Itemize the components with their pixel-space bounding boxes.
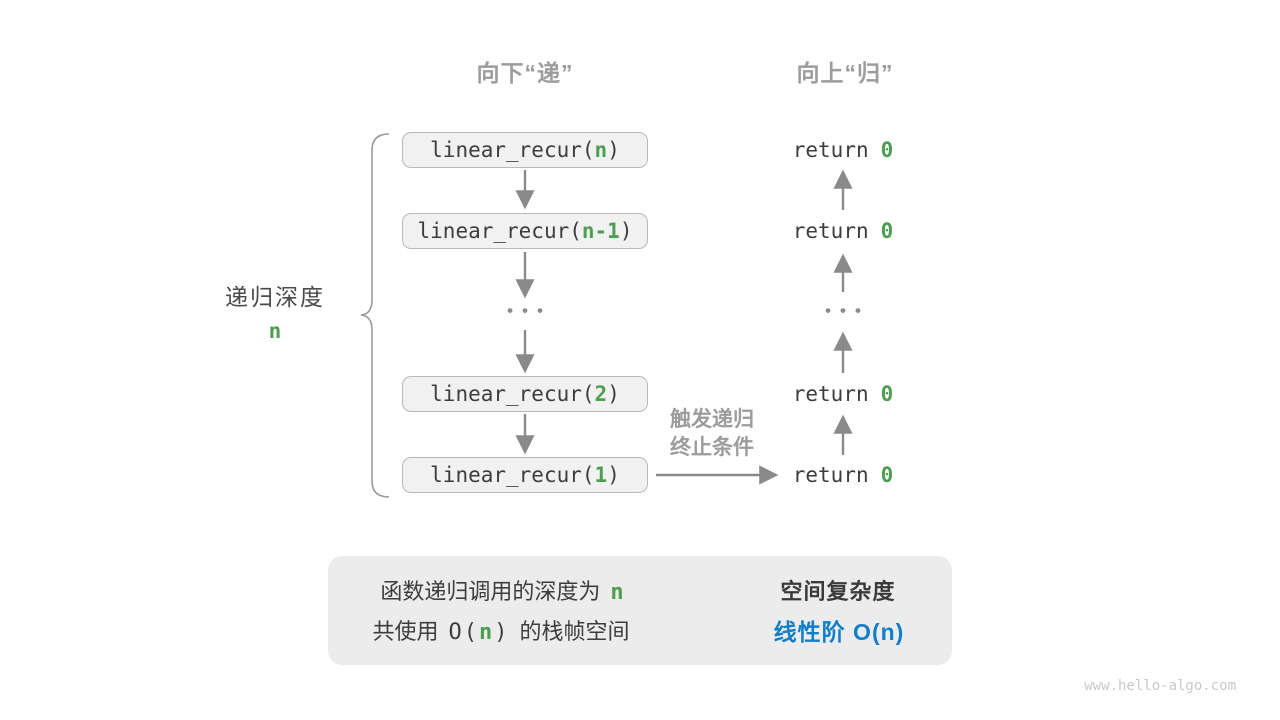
call-frame-n-1-arg: n-1 bbox=[581, 219, 620, 243]
return-ellipsis: ••• bbox=[825, 301, 870, 320]
call-frame-2: linear_recur(2) bbox=[402, 376, 648, 412]
header-ascend: 向上“归” bbox=[796, 60, 894, 86]
call-frame-1-close: ) bbox=[607, 463, 620, 487]
termination-note-line2: 终止条件 bbox=[670, 436, 754, 459]
summary-line1-value: n bbox=[610, 580, 626, 605]
call-frame-n-1: linear_recur(n-1) bbox=[402, 213, 648, 249]
call-frame-n-close: ) bbox=[607, 138, 620, 162]
summary-line2-suffix: 的栈帧空间 bbox=[519, 619, 630, 644]
return-value: 0 bbox=[880, 382, 894, 406]
call-frame-n-arg: n bbox=[594, 138, 608, 162]
depth-brace-icon bbox=[360, 133, 390, 498]
return-row-3: return 0 bbox=[793, 382, 894, 406]
return-row-2: return 0 bbox=[793, 219, 894, 243]
termination-note-line1: 触发递归 bbox=[670, 408, 754, 431]
return-keyword: return bbox=[792, 382, 869, 406]
summary-line2-prefix: 共使用 bbox=[372, 619, 439, 644]
depth-value: n bbox=[268, 319, 282, 343]
summary-line1-text: 函数递归调用的深度为 bbox=[380, 579, 601, 604]
return-value: 0 bbox=[880, 463, 894, 487]
return-keyword: return bbox=[792, 138, 869, 162]
return-value: 0 bbox=[880, 138, 894, 162]
call-frame-2-name: linear_recur( bbox=[430, 382, 595, 406]
call-frame-n-name: linear_recur( bbox=[430, 138, 595, 162]
termination-note: 触发递归 终止条件 bbox=[670, 406, 754, 462]
call-frame-1: linear_recur(1) bbox=[402, 457, 648, 493]
summary-line2-close: ) bbox=[494, 620, 510, 645]
summary-line1: 函数递归调用的深度为 n bbox=[380, 574, 625, 606]
summary-line2: 共使用 O(n) 的栈帧空间 bbox=[372, 614, 629, 646]
header-descend: 向下“递” bbox=[476, 60, 574, 86]
call-frame-1-arg: 1 bbox=[594, 463, 608, 487]
result-title: 空间复杂度 bbox=[780, 579, 896, 604]
return-row-1: return 0 bbox=[793, 138, 894, 162]
site-watermark: www.hello-algo.com bbox=[1084, 678, 1236, 694]
call-frame-n-1-close: ) bbox=[619, 219, 633, 243]
summary-line2-open: O( bbox=[448, 620, 479, 645]
return-keyword: return bbox=[792, 219, 869, 243]
result-value: 线性阶 O(n) bbox=[773, 619, 905, 645]
stack-ellipsis: ••• bbox=[507, 301, 552, 320]
call-frame-n: linear_recur(n) bbox=[402, 132, 648, 168]
return-keyword: return bbox=[792, 463, 869, 487]
call-frame-2-arg: 2 bbox=[594, 382, 608, 406]
call-frame-n-1-name: linear_recur( bbox=[417, 219, 582, 243]
depth-label: 递归深度 bbox=[225, 284, 325, 310]
return-row-4: return 0 bbox=[793, 463, 894, 487]
return-value: 0 bbox=[880, 219, 894, 243]
call-frame-2-close: ) bbox=[607, 382, 620, 406]
summary-line2-value: n bbox=[479, 620, 495, 645]
call-frame-1-name: linear_recur( bbox=[430, 463, 595, 487]
